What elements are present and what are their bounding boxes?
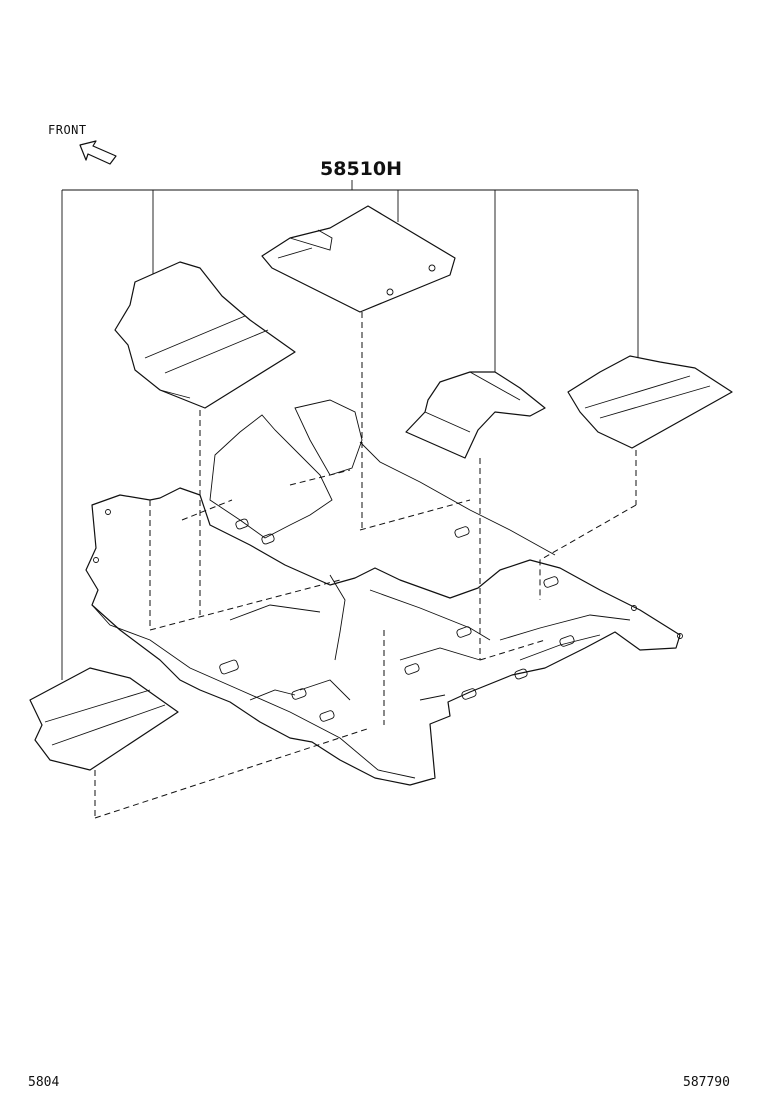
drawing-number-label: 587790: [683, 1075, 730, 1090]
floor-mat-tunnel: [405, 371, 546, 459]
page-code-label: 5804: [28, 1075, 60, 1090]
part-leader-lines: [61, 180, 639, 680]
floor-mat-center: [261, 205, 456, 313]
front-label: FRONT: [48, 123, 87, 137]
floor-mat-rear-left: [29, 667, 179, 771]
part-number-label: 58510H: [320, 158, 403, 180]
floor-mat-rear-right: [567, 355, 733, 449]
placement-dashed-lines: [94, 312, 637, 819]
front-arrow-icon: [79, 140, 117, 165]
floor-pan-body: [85, 399, 683, 786]
floor-mat-front-left: [114, 261, 296, 409]
